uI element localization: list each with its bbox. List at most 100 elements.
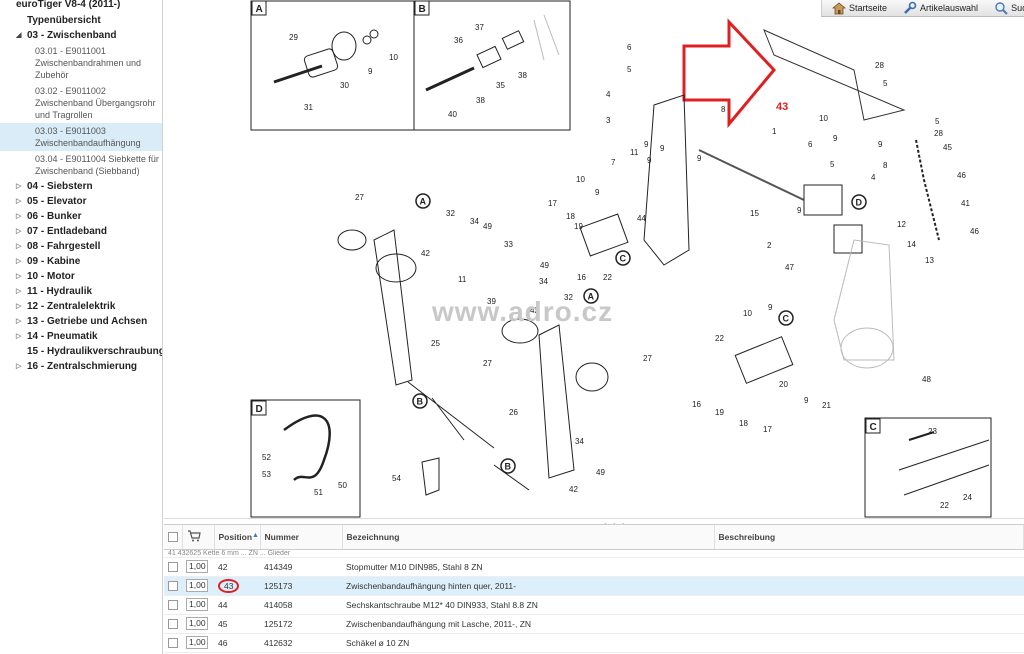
row-checkbox-cell[interactable] [164, 614, 182, 634]
expanded-triangle-icon[interactable]: ◢ [16, 32, 22, 39]
number-header[interactable]: Nummer [260, 525, 343, 550]
qty-cell[interactable]: 1,00 [182, 557, 214, 577]
type-overview-link[interactable]: Typenübersicht [27, 15, 101, 26]
table-row[interactable]: 1,00 44 414058 Sechskantschraube M12* 40… [164, 595, 1024, 615]
part-number-label: 34 [575, 437, 584, 446]
sidebar-group[interactable]: ▷05 - Elevator [0, 194, 162, 209]
wrench-icon [904, 1, 917, 14]
part-number-label: 18 [566, 212, 575, 221]
position-header[interactable]: Position▲ [214, 525, 261, 550]
sidebar-group[interactable]: ▷14 - Pneumatik [0, 329, 162, 344]
sidebar-leaf-0304[interactable]: 03.04 - E9011004 Siebkette für Zwischenb… [35, 154, 159, 176]
qty-cell[interactable]: 1,00 [182, 633, 214, 653]
detail-marker-label: B [505, 462, 512, 472]
part-number-label: 35 [496, 81, 505, 90]
detail-marker-label: C [783, 314, 790, 324]
collapsed-triangle-icon[interactable]: ▷ [16, 333, 22, 340]
qty-cell[interactable]: 1,00 [182, 576, 214, 596]
row-checkbox[interactable] [168, 618, 178, 629]
row-checkbox-cell[interactable] [164, 557, 182, 577]
collapsed-triangle-icon[interactable]: ▷ [16, 303, 22, 310]
select-all-checkbox[interactable] [168, 532, 178, 543]
qty-cell[interactable]: 1,00 [182, 595, 214, 615]
quantity-input[interactable]: 1,00 [186, 636, 208, 649]
part-number-label: 31 [304, 103, 313, 112]
sidebar-group-15[interactable]: 15 - Hydraulikverschraubungen [27, 346, 163, 357]
quantity-input[interactable]: 1,00 [186, 598, 208, 611]
part-number-label: 28 [875, 61, 884, 70]
part-number-label: 22 [603, 273, 612, 282]
quantity-input[interactable]: 1,00 [186, 617, 208, 630]
inset-label: D [256, 404, 263, 415]
collapsed-triangle-icon[interactable]: ▷ [16, 228, 22, 235]
watermark: www.adro.cz [432, 296, 614, 327]
collapsed-triangle-icon[interactable]: ▷ [16, 213, 22, 220]
sidebar-group-16[interactable]: ▷ 16 - Zentralschmierung [0, 359, 162, 374]
sidebar-leaf-0302[interactable]: 03.02 - E9011002 Zwischenband Übergangsr… [35, 86, 156, 120]
collapsed-triangle-icon[interactable]: ▷ [16, 363, 22, 370]
collapsed-triangle-icon[interactable]: ▷ [16, 183, 22, 190]
part-number-label: 5 [830, 160, 835, 169]
collapsed-triangle-icon[interactable]: ▷ [16, 243, 22, 250]
part-number-label: 38 [476, 96, 485, 105]
part-number-label: 47 [785, 263, 794, 272]
designation-header[interactable]: Bezeichnung [342, 525, 715, 550]
quantity-input[interactable]: 1,00 [186, 560, 208, 573]
detail-marker-label: C [620, 254, 627, 264]
toolbar: Startseite Artikelauswahl Suchen [821, 0, 1024, 17]
select-all-header[interactable] [164, 525, 183, 550]
row-checkbox-cell[interactable] [164, 576, 182, 596]
part-number-label: 11 [630, 148, 639, 157]
sidebar-leaf-0301[interactable]: 03.01 - E9011001 Zwischenbandrahmen und … [35, 46, 142, 80]
quantity-input[interactable]: 1,00 [186, 579, 208, 592]
collapsed-triangle-icon[interactable]: ▷ [16, 258, 22, 265]
sidebar-group[interactable]: ▷13 - Getriebe und Achsen [0, 314, 162, 329]
table-row-selected[interactable]: 1,00 43 125173 Zwischenbandaufhängung hi… [164, 576, 1024, 596]
sidebar-group[interactable]: ▷10 - Motor [0, 269, 162, 284]
search-button[interactable]: Suchen [984, 0, 1024, 17]
row-checkbox[interactable] [168, 599, 178, 610]
part-number-label: 7 [611, 158, 616, 167]
table-row[interactable]: 1,00 46 412632 Schäkel ø 10 ZN [164, 633, 1024, 653]
sidebar-leaf-0303[interactable]: 03.03 - E9011003 Zwischenbandaufhängung [0, 123, 162, 151]
sidebar-group[interactable]: ▷08 - Fahrgestell [0, 239, 162, 254]
sidebar-group-zwischenband[interactable]: ◢ 03 - Zwischenband [0, 28, 162, 43]
article-button[interactable]: Artikelauswahl [893, 0, 984, 17]
part-number-label: 49 [596, 468, 605, 477]
sidebar-group[interactable]: ▷04 - Siebstern [0, 179, 162, 194]
sort-ascending-icon: ▲ [252, 531, 259, 539]
part-number-label: 27 [355, 193, 364, 202]
row-checkbox-cell[interactable] [164, 633, 182, 653]
part-number-label: 48 [922, 375, 931, 384]
collapsed-triangle-icon[interactable]: ▷ [16, 318, 22, 325]
machine-title[interactable]: euroTiger V8-4 (2011-) [16, 0, 121, 10]
part-number-label: 30 [340, 81, 349, 90]
inset-label: C [870, 422, 877, 433]
sidebar-group[interactable]: ▷ 09 - Kabine [0, 254, 162, 269]
sidebar-group[interactable]: ▷07 - Entladeband [0, 224, 162, 239]
row-checkbox[interactable] [168, 637, 178, 648]
row-checkbox-cell[interactable] [164, 595, 182, 615]
row-checkbox[interactable] [168, 561, 178, 572]
sidebar-group-label: 12 - Zentralelektrik [27, 301, 116, 312]
inset-label: A [256, 4, 263, 15]
row-checkbox[interactable] [168, 580, 178, 591]
sidebar-group-label: 09 - Kabine [27, 256, 81, 267]
sidebar-group[interactable]: ▷ 12 - Zentralelektrik [0, 299, 162, 314]
description-header[interactable]: Beschreibung [714, 525, 1024, 550]
qty-cell[interactable]: 1,00 [182, 614, 214, 634]
sidebar: euroTiger V8-4 (2011-) Typenübersicht ◢ … [0, 0, 163, 654]
table-row[interactable]: 1,00 45 125172 Zwischenbandaufhängung mi… [164, 614, 1024, 634]
sidebar-group[interactable]: ▷06 - Bunker [0, 209, 162, 224]
home-button[interactable]: Startseite [822, 0, 893, 17]
collapsed-triangle-icon[interactable]: ▷ [16, 273, 22, 280]
description-cell [714, 614, 1024, 634]
table-row[interactable]: 41 432625 Kette 6 mm ... ZN ... Glieder [164, 549, 1024, 558]
part-number-label: 9 [804, 396, 809, 405]
collapsed-triangle-icon[interactable]: ▷ [16, 198, 22, 205]
sidebar-group[interactable]: ▷11 - Hydraulik [0, 284, 162, 299]
table-row[interactable]: 1,00 42 414349 Stopmutter M10 DIN985, St… [164, 557, 1024, 577]
collapsed-triangle-icon[interactable]: ▷ [16, 288, 22, 295]
